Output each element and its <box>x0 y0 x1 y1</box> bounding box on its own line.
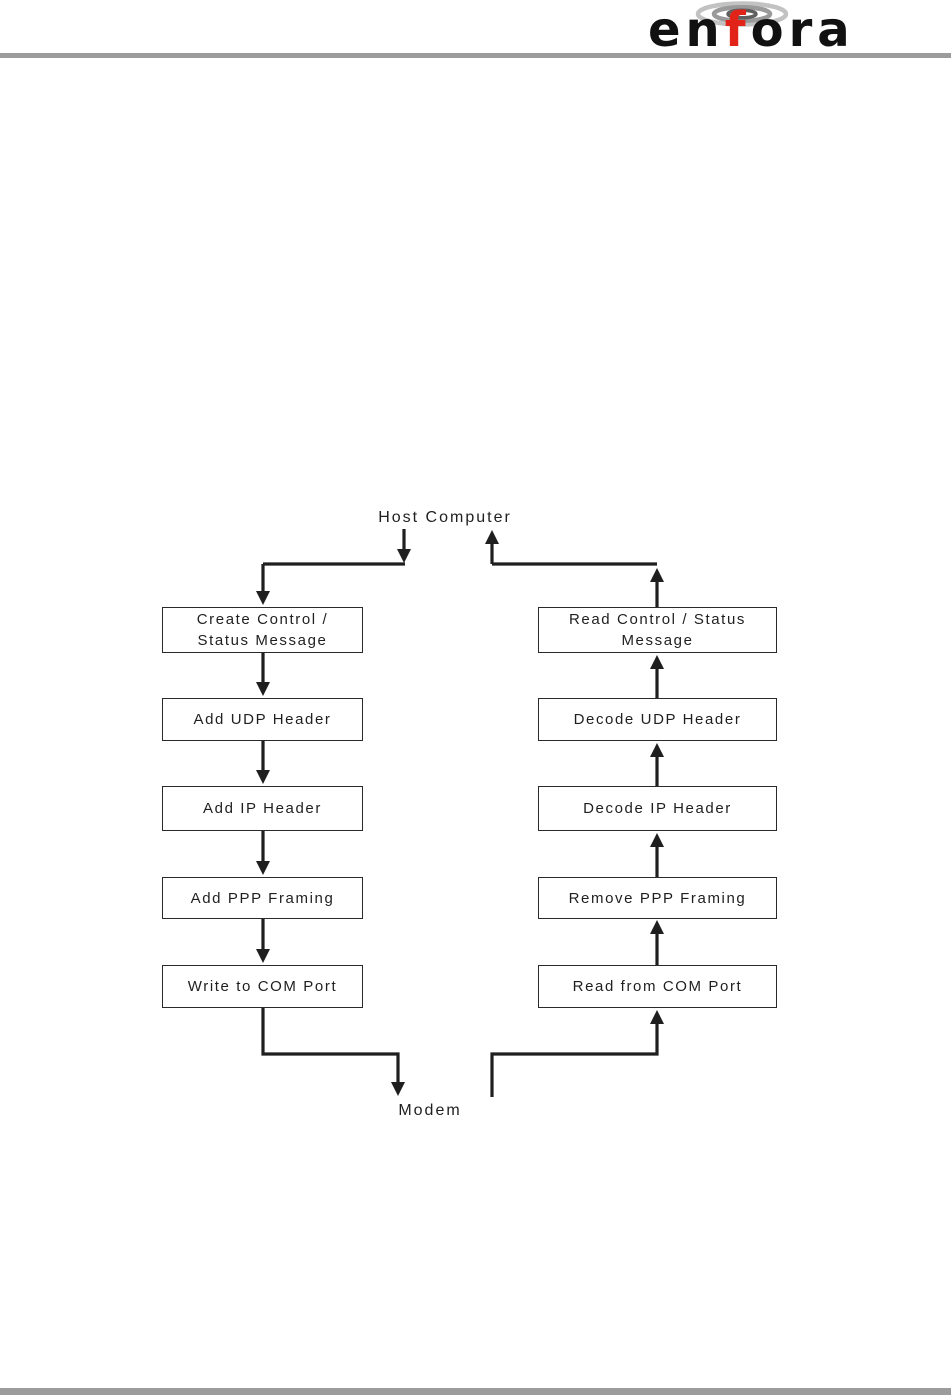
arrow-add-ppp-to-write-com <box>256 919 270 963</box>
logo-text-en: en <box>648 2 725 58</box>
footer-rule <box>0 1388 951 1395</box>
flow-box-decode-udp-header: Decode UDP Header <box>538 698 777 741</box>
antenna-rings-icon <box>695 1 789 27</box>
enfora-logo: enfora <box>640 0 885 60</box>
flow-box-write-to-com-port: Write to COM Port <box>162 965 363 1008</box>
flow-box-create-control-status-message: Create Control / Status Message <box>162 607 363 653</box>
arrow-decode-udp-to-read-control <box>650 655 664 698</box>
modem-label: Modem <box>398 1102 462 1119</box>
arrow-remove-ppp-to-decode-ip <box>650 833 664 877</box>
arrow-host-to-left-junction <box>397 529 411 563</box>
arrow-read-com-to-remove-ppp <box>650 920 664 965</box>
flow-box-decode-ip-header: Decode IP Header <box>538 786 777 831</box>
arrow-create-to-add-udp <box>256 652 270 696</box>
logo-wordmark: enfora <box>648 6 855 54</box>
arrow-read-control-to-right-junction <box>650 568 664 607</box>
flow-box-read-from-com-port: Read from COM Port <box>538 965 777 1008</box>
arrow-write-com-to-modem <box>261 1008 405 1096</box>
arrow-modem-to-read-com <box>490 1010 664 1097</box>
arrow-add-udp-to-add-ip <box>256 741 270 784</box>
flow-box-add-ppp-framing: Add PPP Framing <box>162 877 363 919</box>
flow-box-add-udp-header: Add UDP Header <box>162 698 363 741</box>
arrow-into-create-box <box>256 564 270 605</box>
arrow-right-junction-to-host <box>485 530 499 564</box>
flow-box-add-ip-header: Add IP Header <box>162 786 363 831</box>
arrow-add-ip-to-add-ppp <box>256 831 270 875</box>
flow-box-read-control-status-message: Read Control / Status Message <box>538 607 777 653</box>
logo-text-f: f <box>724 2 751 58</box>
header-rule <box>0 53 951 58</box>
logo-text-ora: ora <box>750 2 855 58</box>
host-computer-label: Host Computer <box>378 509 512 526</box>
arrow-decode-ip-to-decode-udp <box>650 743 664 786</box>
flow-box-remove-ppp-framing: Remove PPP Framing <box>538 877 777 919</box>
